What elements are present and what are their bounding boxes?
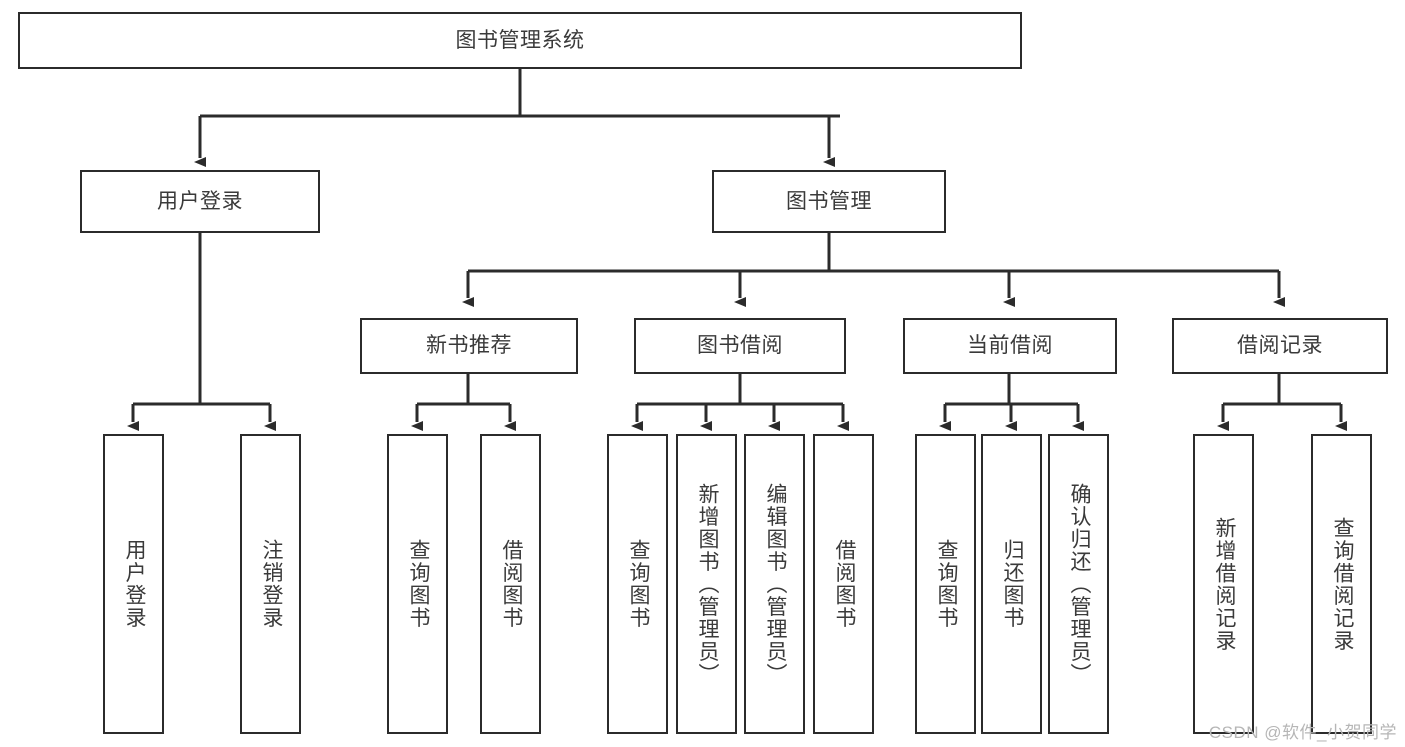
node-leaf-add-record[interactable]: 新增借阅记录 — [1193, 434, 1254, 734]
node-leaf-user-login[interactable]: 用户登录 — [103, 434, 164, 734]
node-leaf-query-record[interactable]: 查询借阅记录 — [1311, 434, 1372, 734]
node-new-book-rec-label: 新书推荐 — [426, 334, 512, 358]
node-leaf-edit-book-label: 编辑图书（管理员） — [763, 482, 787, 686]
node-current-borrow[interactable]: 当前借阅 — [903, 318, 1117, 374]
node-borrow-record-label: 借阅记录 — [1237, 334, 1323, 358]
node-book-borrow[interactable]: 图书借阅 — [634, 318, 846, 374]
node-leaf-add-book[interactable]: 新增图书（管理员） — [676, 434, 737, 734]
node-book-borrow-label: 图书借阅 — [697, 334, 783, 358]
node-book-manage-label: 图书管理 — [786, 189, 872, 213]
node-user-login-label: 用户登录 — [157, 189, 243, 213]
node-leaf-borrow-book-2-label: 借阅图书 — [832, 539, 856, 629]
node-root-label: 图书管理系统 — [455, 28, 585, 52]
node-leaf-query-book-3[interactable]: 查询图书 — [915, 434, 976, 734]
node-leaf-return-book[interactable]: 归还图书 — [981, 434, 1042, 734]
node-leaf-query-book-2[interactable]: 查询图书 — [607, 434, 668, 734]
node-leaf-user-logout[interactable]: 注销登录 — [240, 434, 301, 734]
node-user-login[interactable]: 用户登录 — [80, 170, 320, 233]
node-leaf-query-book-2-label: 查询图书 — [626, 539, 650, 629]
node-leaf-user-login-label: 用户登录 — [122, 539, 146, 629]
node-book-manage[interactable]: 图书管理 — [712, 170, 946, 233]
node-leaf-borrow-book-1-label: 借阅图书 — [499, 539, 523, 629]
node-leaf-add-record-label: 新增借阅记录 — [1212, 516, 1236, 652]
node-leaf-borrow-book-2[interactable]: 借阅图书 — [813, 434, 874, 734]
node-new-book-rec[interactable]: 新书推荐 — [360, 318, 578, 374]
node-leaf-return-book-label: 归还图书 — [1000, 539, 1024, 629]
node-leaf-query-book-1[interactable]: 查询图书 — [387, 434, 448, 734]
node-leaf-confirm-return[interactable]: 确认归还（管理员） — [1048, 434, 1109, 734]
node-leaf-query-book-3-label: 查询图书 — [934, 539, 958, 629]
node-leaf-confirm-return-label: 确认归还（管理员） — [1067, 482, 1091, 686]
watermark-text: CSDN @软件_小贺同学 — [1208, 723, 1397, 742]
node-leaf-user-logout-label: 注销登录 — [259, 539, 283, 629]
node-leaf-query-record-label: 查询借阅记录 — [1330, 516, 1354, 652]
node-leaf-query-book-1-label: 查询图书 — [406, 539, 430, 629]
node-borrow-record[interactable]: 借阅记录 — [1172, 318, 1388, 374]
node-leaf-edit-book[interactable]: 编辑图书（管理员） — [744, 434, 805, 734]
node-root[interactable]: 图书管理系统 — [18, 12, 1022, 69]
node-leaf-add-book-label: 新增图书（管理员） — [695, 482, 719, 686]
node-current-borrow-label: 当前借阅 — [967, 334, 1053, 358]
node-leaf-borrow-book-1[interactable]: 借阅图书 — [480, 434, 541, 734]
